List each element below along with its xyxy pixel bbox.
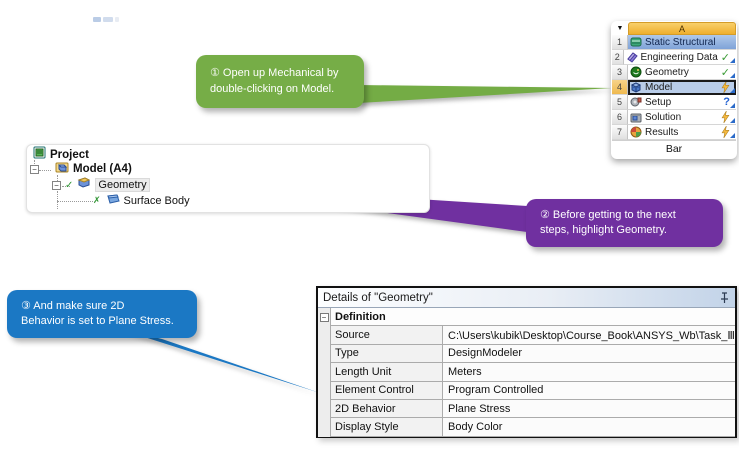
tree-line: [57, 175, 58, 185]
detail-value-2d-behavior[interactable]: Plane Stress: [443, 399, 735, 419]
pin-icon[interactable]: [719, 291, 730, 304]
screenshot-artifact: [93, 17, 119, 23]
tree-item-label: Geometry: [95, 178, 150, 192]
detail-label-type: Type: [331, 344, 443, 364]
tree-item-surface-body[interactable]: ✗ Surface Body: [93, 194, 190, 208]
setup-icon: [630, 96, 642, 108]
detail-value-length-unit[interactable]: Meters: [443, 363, 735, 382]
cell-corner-triangle-icon: [730, 58, 735, 63]
section-header: Definition: [331, 308, 735, 327]
row-number: 5: [612, 95, 628, 110]
details-title-bar: Details of "Geometry": [318, 288, 735, 308]
schematic-caption: Bar: [612, 140, 736, 156]
engineering-data-icon: [626, 51, 638, 63]
details-panel: Details of "Geometry" − Definition Sourc…: [316, 286, 737, 438]
row-number: 1: [612, 35, 628, 50]
tree-item-label: Project: [50, 149, 89, 161]
row-number: 7: [612, 125, 628, 140]
lightning-icon: [721, 126, 730, 138]
check-icon: ✓: [65, 179, 74, 191]
schematic-header: ▼ A: [612, 22, 736, 35]
question-mark-icon: ?: [723, 96, 730, 108]
detail-value-type[interactable]: DesignModeler: [443, 344, 735, 364]
schematic-row-geometry[interactable]: 3 Geometry ✓: [612, 65, 736, 80]
detail-value-element-control[interactable]: Program Controlled: [443, 381, 735, 400]
detail-label-element-control: Element Control: [331, 381, 443, 400]
detail-label-display-style: Display Style: [331, 418, 443, 437]
column-header-a[interactable]: A: [628, 22, 736, 35]
lightning-icon: [721, 111, 730, 123]
model-icon: [630, 81, 642, 93]
step1-callout: ① Open up Mechanical by double-clicking …: [196, 55, 364, 108]
tree-item-model[interactable]: − Model (A4): [30, 162, 132, 176]
details-title: Details of "Geometry": [323, 291, 433, 304]
outline-tree-panel: Project − Model (A4) − ✓ Geometry ✗ Surf…: [26, 144, 430, 213]
row-number: 4: [612, 80, 628, 95]
details-grid: − Definition Source C:\Users\kubik\Deskt…: [318, 308, 735, 437]
step1-tail: [358, 85, 612, 103]
row-number: 6: [612, 110, 628, 125]
check-icon: ✓: [720, 50, 730, 64]
geometry-icon: [630, 66, 642, 78]
project-icon: [33, 146, 46, 164]
tree-item-label: Surface Body: [123, 195, 190, 207]
project-schematic-card: ▼ A 1 Static Structural 2 Engineering Da…: [611, 21, 737, 159]
tree-line: [39, 170, 51, 171]
tree-item-project[interactable]: Project: [33, 146, 89, 164]
geometry-tree-icon: [77, 176, 91, 194]
collapse-section-icon[interactable]: −: [319, 312, 329, 322]
detail-label-source: Source: [331, 326, 443, 345]
schematic-row-static-structural[interactable]: 1 Static Structural: [612, 35, 736, 50]
tree-line: [57, 191, 58, 209]
x-mark-icon: ✗: [93, 196, 101, 206]
collapse-expander-icon[interactable]: −: [30, 164, 39, 174]
cell-corner-triangle-icon: [730, 118, 735, 123]
schematic-row-setup[interactable]: 5 Setup ?: [612, 95, 736, 110]
collapse-expander-icon[interactable]: −: [52, 180, 61, 190]
tree-item-label: Model (A4): [73, 163, 132, 175]
static-structural-icon: [630, 36, 642, 48]
cell-corner-triangle-icon: [730, 133, 735, 138]
detail-value-display-style[interactable]: Body Color: [443, 418, 735, 437]
detail-label-2d-behavior: 2D Behavior: [331, 399, 443, 419]
tree-item-geometry[interactable]: − ✓ Geometry: [52, 176, 150, 194]
row-number: 2: [612, 50, 624, 65]
results-icon: [630, 126, 642, 138]
tree-line: [57, 201, 93, 202]
model-tree-icon: [55, 160, 69, 178]
lightning-icon: [721, 81, 730, 93]
cell-corner-triangle-icon: [730, 88, 735, 93]
tree-line: [62, 186, 70, 187]
check-icon: ✓: [720, 65, 730, 79]
schematic-row-solution[interactable]: 6 Solution: [612, 110, 736, 125]
schematic-row-results[interactable]: 7 Results: [612, 125, 736, 140]
step3-callout: ③ And make sure 2D Behavior is set to Pl…: [7, 290, 197, 338]
detail-value-source[interactable]: C:\Users\kubik\Desktop\Course_Book\ANSYS…: [443, 326, 735, 345]
dropdown-arrow-icon[interactable]: ▼: [616, 25, 624, 32]
solution-icon: [630, 111, 642, 123]
schematic-row-engineering-data[interactable]: 2 Engineering Data ✓: [612, 50, 736, 65]
detail-label-length-unit: Length Unit: [331, 363, 443, 382]
row-number: 3: [612, 65, 628, 80]
schematic-row-model[interactable]: 4 Model: [612, 80, 736, 95]
surface-body-icon: [105, 192, 120, 210]
cell-corner-triangle-icon: [730, 103, 735, 108]
step2-callout: ② Before getting to the next steps, high…: [526, 199, 723, 247]
cell-corner-triangle-icon: [730, 73, 735, 78]
